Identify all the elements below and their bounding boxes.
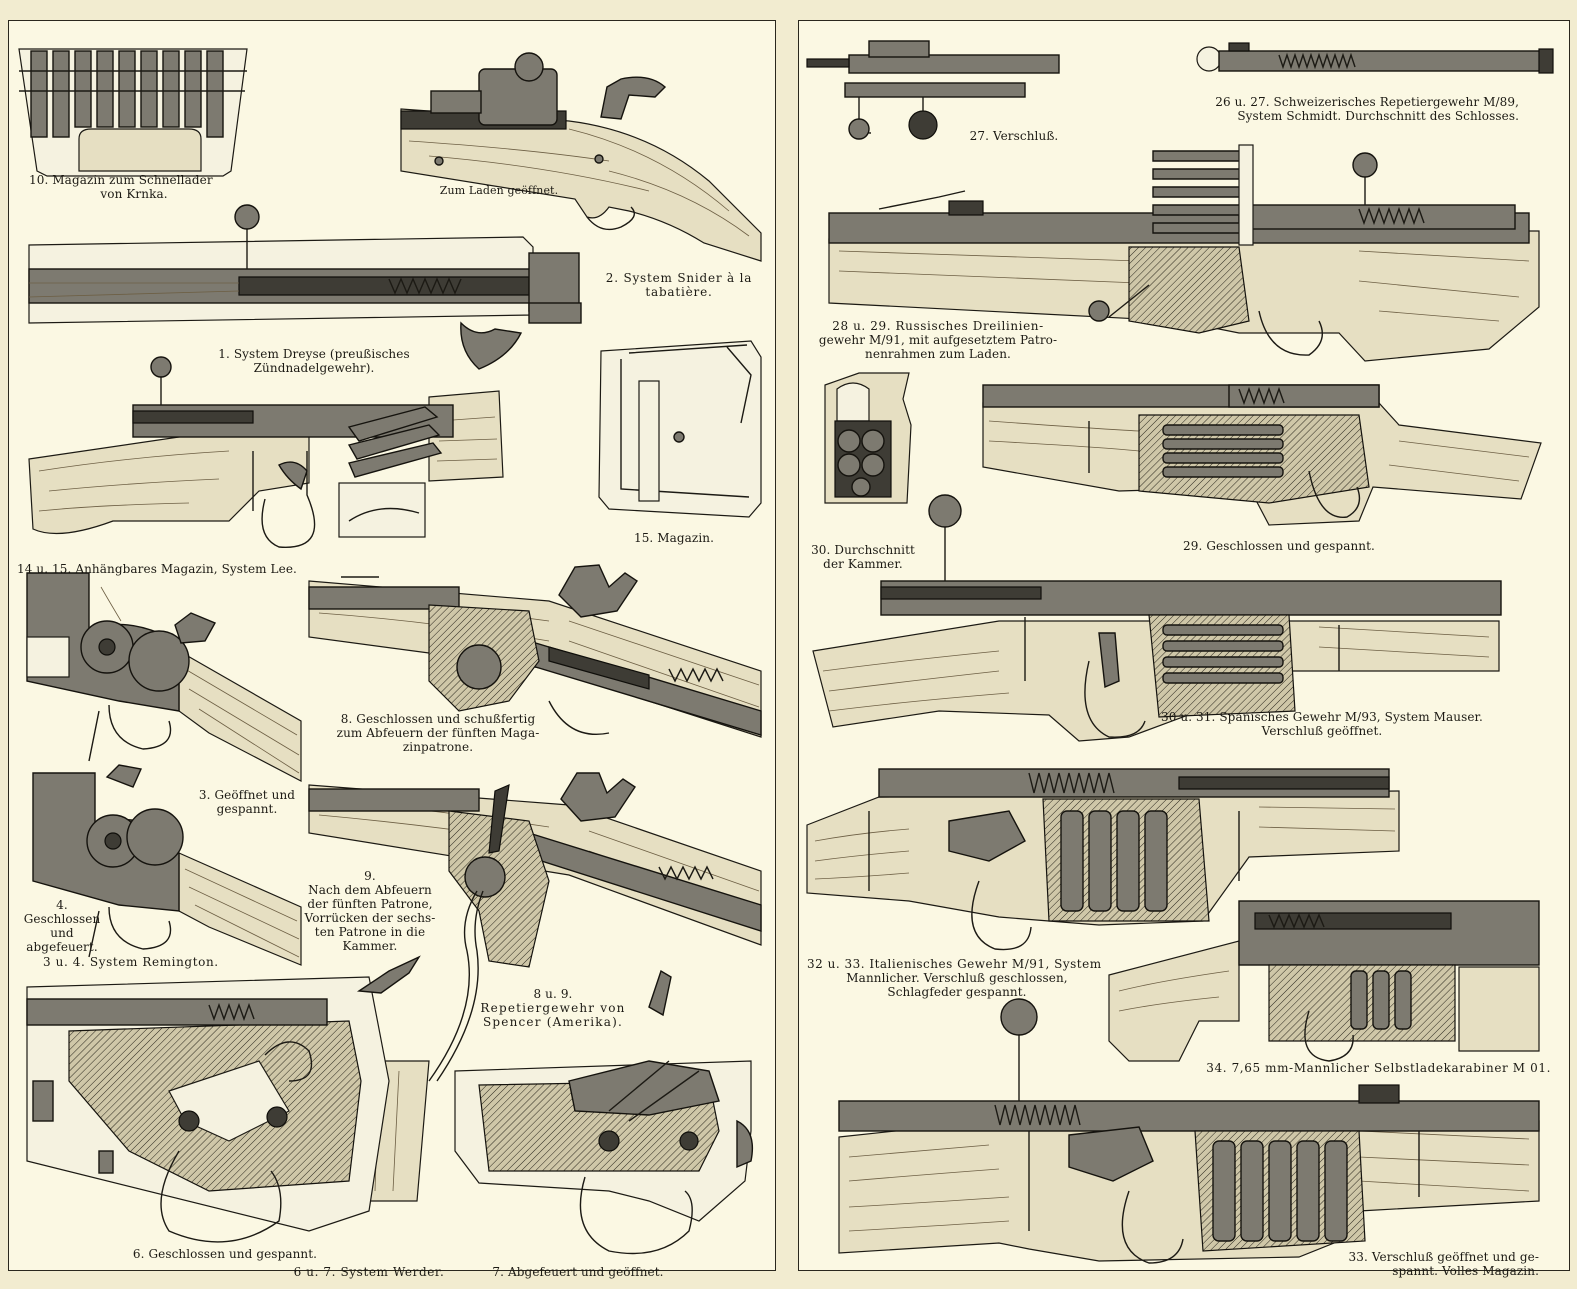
caption-line: zum Abfeuern der fünften Maga-	[336, 726, 540, 740]
fig8-spencer-closed	[308, 564, 762, 738]
caption-fig33: 33. Verschluß geöffnet und ge- spannt. V…	[1319, 1250, 1539, 1278]
caption-line: ten Patrone in die	[314, 925, 426, 939]
caption-line: 32 u. 33. Italienisches Gewehr M/91, Sys…	[807, 957, 1102, 971]
fig2-snider-action	[400, 52, 762, 262]
left-page: 10. Magazin zum Schnellader von Krnka. Z…	[8, 20, 776, 1279]
fig34-mannlicher-carbine	[1108, 900, 1540, 1062]
right-page-engravings	[806, 40, 1554, 1264]
caption-fig10: 10. Magazin zum Schnellader von Krnka.	[29, 173, 239, 201]
caption-fig30-31: 30 u. 31. Spanisches Gewehr M/93, System…	[1137, 710, 1507, 738]
caption-fig30: 30. Durchschnitt der Kammer.	[807, 543, 919, 571]
fig15-lee-magazine	[598, 340, 762, 518]
caption-line: 3. Geöffnet und	[198, 788, 296, 802]
caption-line: zinpatrone.	[402, 740, 474, 754]
caption-line: 27. Verschluß.	[969, 129, 1059, 143]
fig1-dreyse-action	[28, 204, 582, 370]
caption-line: 9.	[364, 869, 376, 883]
caption-line: Mannlicher. Verschluß geschlossen,	[846, 971, 1068, 985]
caption-line: Verschluß geöffnet.	[1261, 724, 1383, 738]
caption-fig28-29: 28 u. 29. Russisches Dreilinien- gewehr …	[807, 319, 1069, 361]
caption-line: und	[50, 926, 74, 940]
caption-line: 33. Verschluß geöffnet und ge-	[1348, 1250, 1539, 1264]
caption-fig1: 1. System Dreyse (preußisches Zündnadelg…	[199, 347, 429, 375]
caption-line: Repetiergewehr von	[480, 1001, 626, 1015]
caption-fig2: 2. System Snider à la tabatière.	[593, 271, 765, 299]
caption-line: tabatière.	[645, 285, 713, 299]
caption-fig32-33: 32 u. 33. Italienisches Gewehr M/91, Sys…	[807, 957, 1107, 999]
caption-fig4: 4. Geschlossen und abgefeuert.	[17, 898, 107, 954]
left-page-engravings	[18, 48, 762, 1255]
fig4-remington-closed	[32, 764, 302, 966]
caption-line: System Schmidt. Durchschnitt des Schloss…	[1237, 109, 1519, 123]
caption-line: Geschlossen	[23, 912, 101, 926]
caption-fig29: 29. Geschlossen und gespannt.	[1169, 539, 1389, 553]
caption-line: 1. System Dreyse (preußisches	[218, 347, 410, 361]
caption-line: Kammer.	[342, 939, 398, 953]
fig33-italian-open	[838, 998, 1540, 1264]
fig14-lee-rifle	[28, 356, 504, 548]
caption-line: der Kammer.	[823, 557, 903, 571]
caption-line: 8 u. 9.	[533, 987, 573, 1001]
fig27-schmidt-bolt	[806, 40, 1060, 140]
fig7-werder-open	[454, 969, 754, 1255]
caption-line: 10. Magazin zum Schnellader	[29, 173, 213, 187]
caption-line: Zündnadelgewehr).	[253, 361, 375, 375]
fig31-mauser-open	[812, 494, 1502, 742]
caption-line: 8. Geschlossen und schußfertig	[340, 712, 536, 726]
caption-fig2-open: Zum Laden geöffnet.	[429, 184, 569, 198]
caption-line: Spencer (Amerika).	[482, 1015, 624, 1029]
fig10-krnka-magazine	[18, 48, 248, 177]
caption-line: 6. Geschlossen und gespannt.	[132, 1247, 318, 1261]
caption-line: gespannt.	[216, 802, 278, 816]
caption-line: von Krnka.	[100, 187, 168, 201]
caption-fig6-7: 6 u. 7. System Werder.	[279, 1265, 459, 1279]
caption-line: 26 u. 27. Schweizerisches Repetiergewehr…	[1215, 95, 1519, 109]
caption-line: 3 u. 4. System Remington.	[43, 955, 219, 969]
caption-line: abgefeuert.	[26, 940, 98, 954]
right-page: 27. Verschluß. 26 u. 27. Schweizerisches…	[798, 20, 1570, 1278]
caption-fig34: 34. 7,65 mm-Mannlicher Selbstladekarabin…	[1139, 1061, 1551, 1075]
caption-line: gewehr M/91, mit aufgesetztem Patro-	[818, 333, 1058, 347]
fig29-russian-closed	[982, 384, 1542, 526]
caption-fig7: 7. Abgefeuert und geöffnet.	[483, 1265, 673, 1279]
fig9-spencer-fired	[308, 772, 762, 1082]
caption-fig3: 3. Geöffnet und gespannt.	[191, 788, 303, 816]
caption-fig9: 9. Nach dem Abfeuern der fünften Patrone…	[299, 869, 441, 953]
caption-line: Schlagfeder gespannt.	[887, 985, 1027, 999]
caption-line: der fünften Patrone,	[307, 897, 433, 911]
caption-fig8: 8. Geschlossen und schußfertig zum Abfeu…	[325, 712, 551, 754]
fig32-italian-m91	[806, 768, 1400, 951]
caption-line: 30 u. 31. Spanisches Gewehr M/93, System…	[1161, 710, 1483, 724]
caption-fig27: 27. Verschluß.	[949, 129, 1079, 143]
caption-fig8-9: 8 u. 9. Repetiergewehr von Spencer (Amer…	[453, 987, 653, 1029]
caption-fig14-15: 14 u. 15. Anhängbares Magazin, System Le…	[17, 562, 317, 576]
fig26-schmidt-section	[1196, 42, 1554, 74]
caption-fig6: 6. Geschlossen und gespannt.	[115, 1247, 335, 1261]
caption-line: 6 u. 7. System Werder.	[293, 1265, 445, 1279]
fig30-chamber-section	[824, 372, 912, 504]
caption-line: 4.	[56, 898, 68, 912]
caption-line: Zum Laden geöffnet.	[439, 184, 559, 197]
caption-line: Vorrücken der sechs-	[304, 911, 436, 925]
caption-line: 7. Abgefeuert und geöffnet.	[492, 1265, 664, 1279]
caption-line: 30. Durchschnitt	[811, 543, 915, 557]
caption-line: 34. 7,65 mm-Mannlicher Selbstladekarabin…	[1206, 1061, 1551, 1075]
caption-line: nenrahmen zum Laden.	[865, 347, 1011, 361]
caption-line: 2. System Snider à la	[605, 271, 753, 285]
caption-fig26-27: 26 u. 27. Schweizerisches Repetiergewehr…	[1159, 95, 1519, 123]
caption-line: 15. Magazin.	[633, 531, 715, 545]
fig6-werder-closed	[26, 955, 430, 1243]
caption-line: 14 u. 15. Anhängbares Magazin, System Le…	[17, 562, 297, 576]
caption-line: Nach dem Abfeuern	[308, 883, 432, 897]
caption-line: 28 u. 29. Russisches Dreilinien-	[832, 319, 1044, 333]
fig28-russian-loading	[828, 144, 1540, 362]
fig3-remington-open	[26, 572, 302, 782]
caption-fig15: 15. Magazin.	[619, 531, 729, 545]
caption-line: spannt. Volles Magazin.	[1392, 1264, 1539, 1278]
caption-line: 29. Geschlossen und gespannt.	[1183, 539, 1375, 553]
caption-fig3-4: 3 u. 4. System Remington.	[43, 955, 273, 969]
